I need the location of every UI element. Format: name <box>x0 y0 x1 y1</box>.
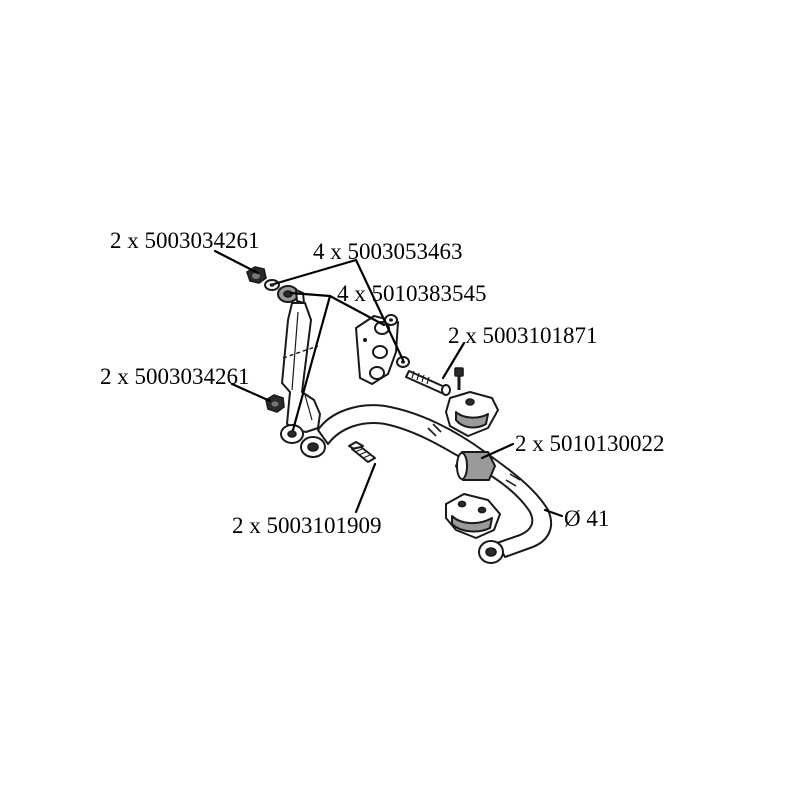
stabilizer-bar-bushing-part <box>455 451 496 481</box>
leader-diameter <box>543 508 564 518</box>
leader-bushing-b <box>291 294 332 432</box>
leader-washer-b <box>354 258 405 362</box>
label-nut-top: 2 x 5003034261 <box>110 228 260 253</box>
lower-link-eye-hole <box>287 430 297 438</box>
leader-bushing-c <box>328 294 386 327</box>
label-nut-lower: 2 x 5003034261 <box>100 364 250 389</box>
leader-bar-bushing <box>480 442 515 460</box>
leader-nut-lower <box>230 382 272 403</box>
label-diameter: Ø 41 <box>564 506 609 531</box>
bar-end-eye-hole <box>307 442 319 452</box>
plate-washer-top-hole <box>389 318 393 322</box>
upper-bar-clamp-part <box>445 391 499 437</box>
leader-nut-top <box>213 249 260 275</box>
bracket-bolt-part <box>405 370 451 396</box>
lower-link-nut-part <box>265 394 285 413</box>
label-bushing-link: 4 x 5010383545 <box>337 281 487 306</box>
label-link-bolt: 2 x 5003101909 <box>232 513 382 538</box>
mounting-plate-part <box>355 315 399 385</box>
lower-bar-clamp-part <box>445 493 501 539</box>
leader-bracket-bolt <box>441 341 466 380</box>
label-bar-bushing: 2 x 5010130022 <box>515 431 665 456</box>
link-bolt-part <box>348 441 376 463</box>
plate-washer-hole <box>401 360 405 364</box>
leader-bushing-a <box>289 291 332 298</box>
drop-link-part <box>281 302 321 433</box>
label-bracket-bolt: 2 x 5003101871 <box>448 323 598 348</box>
leader-link-bolt <box>354 462 377 514</box>
clamp-bolt-part <box>454 367 464 390</box>
bar-end-lower-eye-part <box>478 540 504 564</box>
label-washer: 4 x 5003053463 <box>313 239 463 264</box>
leader-washer-a <box>272 258 358 286</box>
